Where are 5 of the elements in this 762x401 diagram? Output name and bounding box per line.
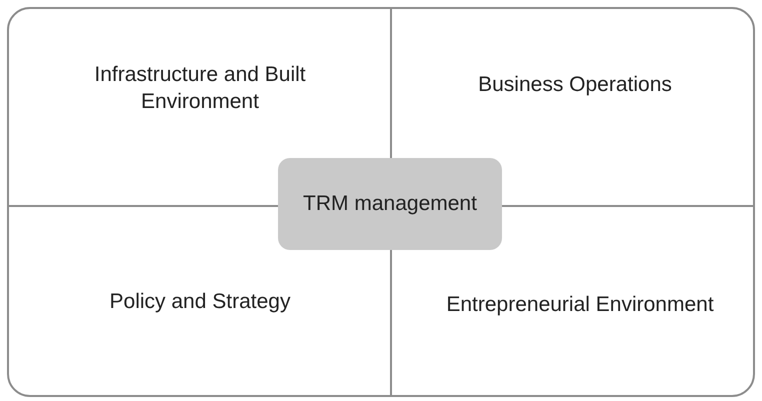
- quadrant-label: Infrastructure and Built Environment: [40, 48, 360, 128]
- quadrant-label: Policy and Strategy: [40, 280, 360, 324]
- quadrant-label: Entrepreneurial Environment: [420, 265, 740, 345]
- center-box: TRM management: [278, 158, 502, 250]
- quadrant-label: Business Operations: [410, 60, 740, 110]
